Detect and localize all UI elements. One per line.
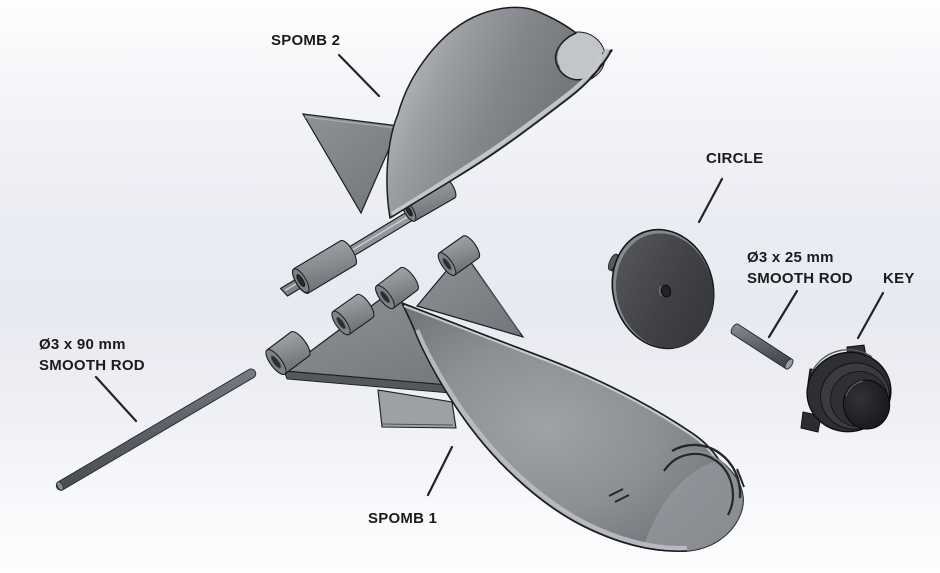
part-key-knob xyxy=(800,344,892,433)
label-circle: CIRCLE xyxy=(706,150,764,167)
leader-line-circle xyxy=(697,177,724,224)
label-rod-90mm: Ø3 x 90 mm SMOOTH ROD xyxy=(39,334,145,376)
leader-line-spomb1 xyxy=(426,445,454,497)
label-key: KEY xyxy=(883,270,915,287)
label-rod-25mm-line1: Ø3 x 25 mm xyxy=(747,249,834,266)
leader-line-spomb2 xyxy=(337,53,381,98)
part-spomb-2 xyxy=(279,6,613,297)
label-rod-25mm-line2: SMOOTH ROD xyxy=(747,270,853,287)
label-spomb1: SPOMB 1 xyxy=(368,510,438,527)
part-circle-disc xyxy=(607,228,715,350)
leader-line-key xyxy=(856,291,885,340)
label-rod-90mm-line2: SMOOTH ROD xyxy=(39,357,145,374)
leader-lines xyxy=(94,53,885,497)
spomb1-hinge-barrels xyxy=(265,235,481,375)
part-spomb-1 xyxy=(265,235,745,553)
part-smooth-rod-90mm xyxy=(55,368,257,491)
label-spomb2: SPOMB 2 xyxy=(271,32,341,49)
label-rod-90mm-line1: Ø3 x 90 mm xyxy=(39,336,126,353)
leader-line-rod90 xyxy=(94,375,138,423)
part-smooth-rod-25mm xyxy=(730,323,794,370)
label-rod-25mm: Ø3 x 25 mm SMOOTH ROD xyxy=(747,247,853,289)
leader-line-rod25 xyxy=(767,289,799,339)
